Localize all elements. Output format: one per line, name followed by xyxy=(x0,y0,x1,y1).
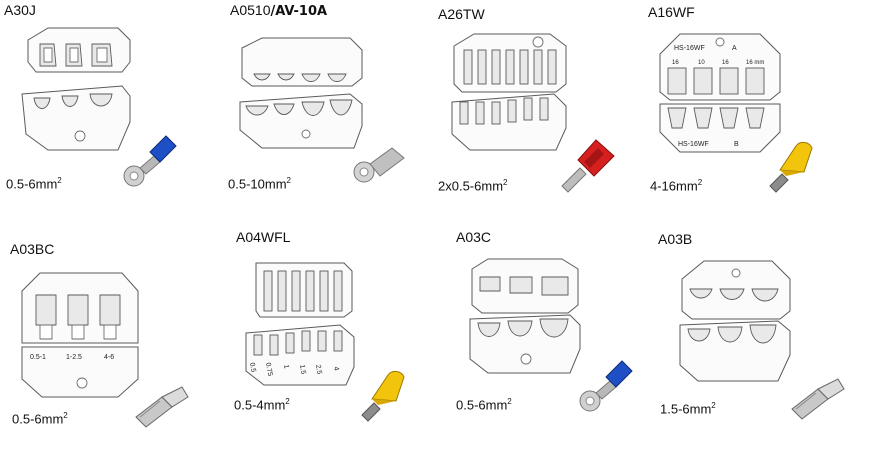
die-size-3: 16 xyxy=(722,60,729,66)
die-size-2: 1-2.5 xyxy=(66,354,82,361)
die-size-6: 4 xyxy=(332,366,340,371)
crimp-die-a03c xyxy=(466,255,586,381)
die-size-1: 0.5-1 xyxy=(30,354,46,361)
wire-range: 0.5-4mm2 xyxy=(234,397,290,413)
die-card-a26tw: A26TW 2x0.5-6mm2 xyxy=(436,0,654,225)
blue-ring-terminal-icon xyxy=(576,355,636,415)
die-card-a03c: A03C 0.5-6mm2 xyxy=(436,225,654,450)
die-card-a16wf: A16WF HS-16WF A 16 10 16 16 mm HS-16WF B… xyxy=(648,0,872,225)
blue-ring-terminal-icon xyxy=(120,130,180,190)
wire-range: 0.5-6mm2 xyxy=(12,411,68,427)
model-label: A03C xyxy=(456,229,492,245)
crimp-die-a03bc: 0.5-1 1-2.5 4-6 xyxy=(18,269,142,401)
crimp-die-a30j xyxy=(18,22,138,157)
die-engraving-bottom: HS-16WF xyxy=(678,141,709,148)
red-twin-ferrule-icon xyxy=(558,134,618,194)
crimp-die-a04wfl: 0.5 0.75 1 1.5 2.5 4 xyxy=(240,255,370,391)
die-card-a03bc: A03BC 0.5-1 1-2.5 4-6 0.5-6mm2 xyxy=(0,225,218,450)
model-label: A0510/AV-10A xyxy=(230,2,328,19)
model-label: A03BC xyxy=(10,241,55,257)
yellow-ferrule-icon xyxy=(766,136,816,193)
wire-range: 0.5-6mm2 xyxy=(6,176,62,192)
wire-range: 1.5-6mm2 xyxy=(660,401,716,417)
die-letter-a: A xyxy=(732,45,737,52)
die-size-2: 10 xyxy=(698,60,705,66)
wire-range: 2x0.5-6mm2 xyxy=(438,178,508,194)
die-letter-b: B xyxy=(734,141,739,148)
model-label: A16WF xyxy=(648,4,695,20)
crimp-die-a03b xyxy=(674,255,798,387)
die-card-a04wfl: A04WFL 0.5 0.75 1 1.5 2.5 4 0.5-4mm2 xyxy=(218,225,436,450)
model-label: A04WFL xyxy=(236,229,291,245)
crimp-die-a0510 xyxy=(232,30,372,160)
die-size-2: 0.75 xyxy=(264,362,273,377)
wire-range: 4-16mm2 xyxy=(650,178,703,194)
die-size-3: 1 xyxy=(282,364,290,369)
die-card-a0510: A0510/AV-10A 0.5-10mm2 xyxy=(218,0,436,225)
die-size-4: 1.5 xyxy=(298,364,307,375)
wire-range: 0.5-10mm2 xyxy=(228,176,291,192)
die-card-a03b: A03B 1.5-6mm2 xyxy=(654,225,872,450)
die-size-5: 2.5 xyxy=(314,364,323,375)
crimp-die-a16wf: HS-16WF A 16 10 16 16 mm HS-16WF B xyxy=(654,24,786,156)
die-engraving-top: HS-16WF xyxy=(674,45,705,52)
die-size-1: 16 xyxy=(672,60,679,66)
bare-ring-terminal-icon xyxy=(352,138,412,188)
die-size-3: 4-6 xyxy=(104,354,114,361)
die-card-a30j: A30J 0.5-6mm2 xyxy=(0,0,218,225)
wire-range: 0.5-6mm2 xyxy=(456,397,512,413)
die-size-4: 16 mm xyxy=(746,60,764,66)
crimp-die-a26tw xyxy=(446,24,576,154)
flag-receptacle-terminal-icon xyxy=(788,375,848,425)
flag-receptacle-terminal-icon xyxy=(132,383,192,433)
model-label: A03B xyxy=(658,231,693,247)
die-size-1: 0.5 xyxy=(248,362,257,373)
model-label: A30J xyxy=(4,2,36,18)
yellow-ferrule-icon xyxy=(358,365,408,422)
model-label: A26TW xyxy=(438,6,485,22)
